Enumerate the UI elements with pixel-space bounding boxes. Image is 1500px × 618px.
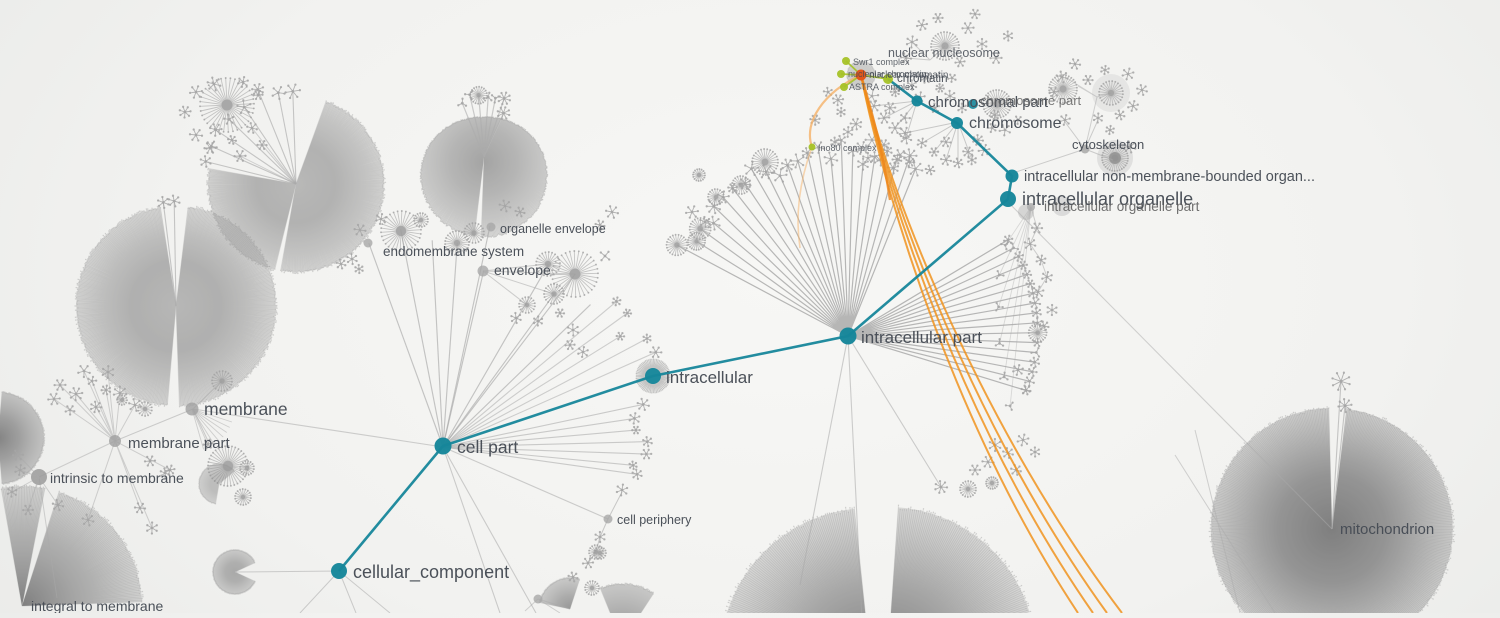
svg-text:nuclear nucleosome: nuclear nucleosome [888, 46, 1000, 60]
svg-text:nucleolar chromatin: nucleolar chromatin [848, 69, 927, 79]
svg-text:chromosome part: chromosome part [980, 93, 1082, 108]
svg-text:cytoskeleton: cytoskeleton [1072, 137, 1144, 152]
svg-text:Swr1 complex: Swr1 complex [853, 57, 910, 67]
svg-text:cellular_component: cellular_component [353, 562, 509, 583]
svg-text:intracellular organelle part: intracellular organelle part [1044, 199, 1200, 214]
svg-text:cell part: cell part [457, 437, 518, 457]
svg-text:membrane part: membrane part [128, 435, 231, 452]
svg-text:intracellular part: intracellular part [861, 328, 982, 347]
svg-text:endomembrane system: endomembrane system [383, 244, 524, 259]
svg-text:intracellular: intracellular [666, 368, 753, 387]
svg-text:organelle envelope: organelle envelope [500, 222, 606, 236]
svg-text:integral to membrane: integral to membrane [31, 598, 164, 613]
svg-text:chromatin: chromatin [897, 73, 948, 85]
svg-text:envelope: envelope [494, 262, 551, 278]
svg-text:chromosome: chromosome [969, 115, 1062, 132]
svg-text:intracellular non-membrane-bou: intracellular non-membrane-bounded organ… [1024, 169, 1315, 185]
svg-text:chromosomal part: chromosomal part [928, 94, 1049, 111]
svg-text:Ino80 complex: Ino80 complex [818, 143, 877, 153]
svg-text:membrane: membrane [204, 399, 288, 419]
svg-text:nuclear chromatin: nuclear chromatin [869, 70, 948, 81]
svg-text:cell periphery: cell periphery [617, 513, 692, 527]
svg-text:mitochondrion: mitochondrion [1340, 521, 1434, 538]
svg-text:intracellular organelle: intracellular organelle [1022, 189, 1193, 209]
svg-text:ASTRA complex: ASTRA complex [849, 82, 915, 92]
svg-text:intrinsic to membrane: intrinsic to membrane [50, 470, 184, 486]
